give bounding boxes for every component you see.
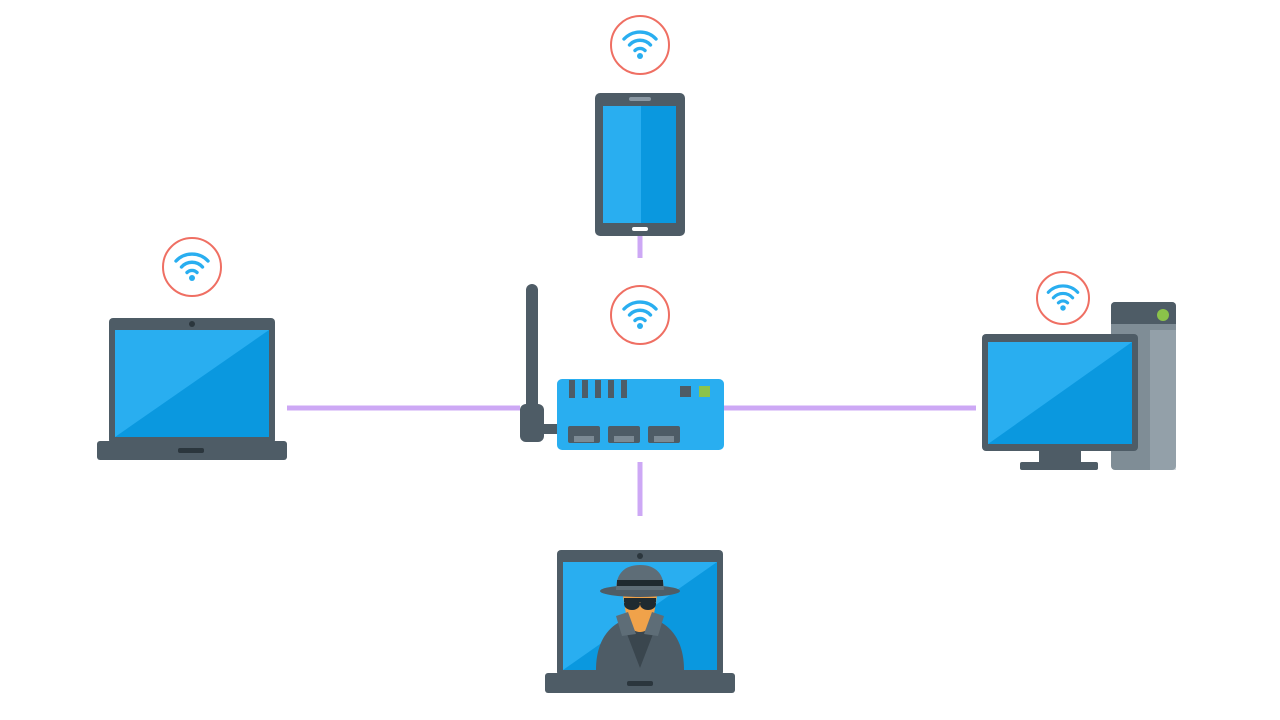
router-antenna	[526, 284, 538, 424]
laptop-icon	[97, 318, 287, 460]
wifi-badge-laptop	[162, 237, 222, 297]
wifi-badge-router	[610, 285, 670, 345]
wifi-icon	[174, 252, 210, 281]
wifi-badge-tablet	[610, 15, 670, 75]
tablet-icon	[595, 93, 685, 236]
spy-figure-icon	[596, 565, 684, 670]
connections	[287, 236, 976, 516]
wifi-icon	[622, 30, 658, 59]
wifi-icon	[622, 300, 658, 329]
router-icon	[520, 284, 724, 450]
desktop-computer-icon	[982, 302, 1176, 470]
wifi-icon	[1046, 284, 1080, 311]
wifi-badge-desktop	[1036, 271, 1090, 325]
hacker-laptop-icon	[545, 550, 735, 693]
